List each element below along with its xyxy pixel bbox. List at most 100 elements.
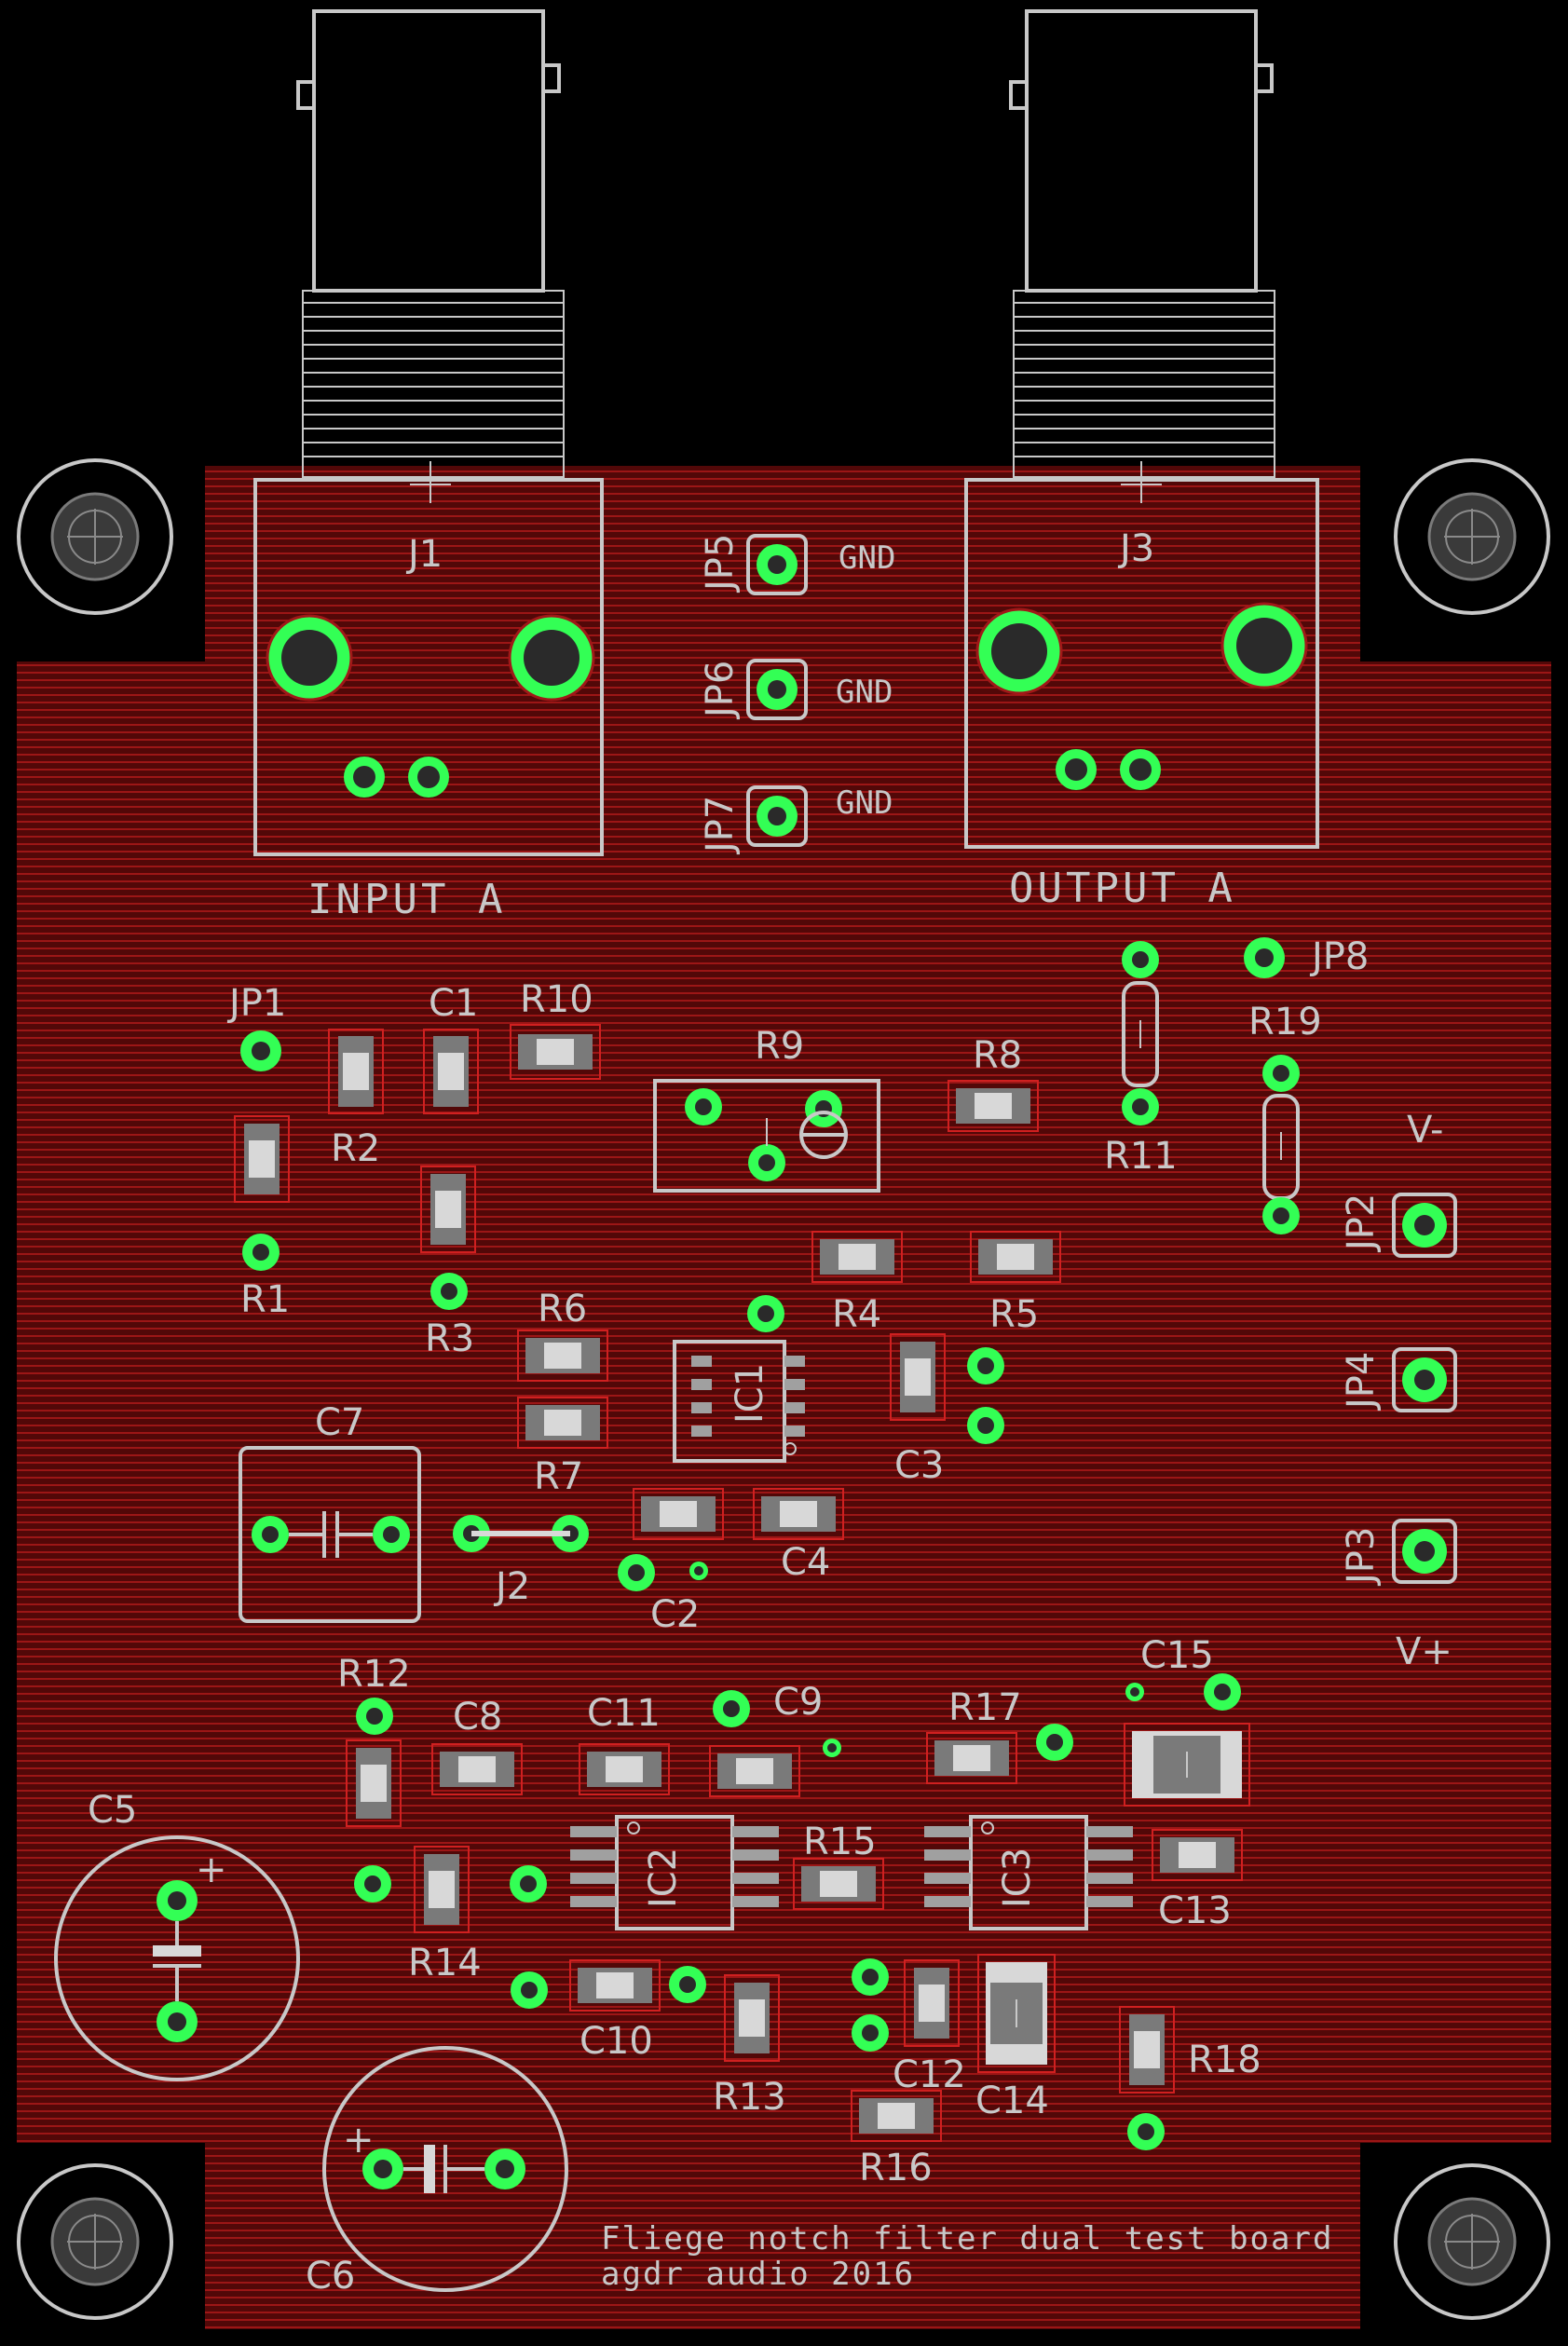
- bnc-connector-icon: [964, 9, 1319, 849]
- jumper-jp2: [1392, 1193, 1457, 1258]
- c4-label: C4: [781, 1541, 830, 1584]
- jumper-j2: [453, 1515, 589, 1552]
- via-pad: [713, 1690, 750, 1727]
- smd-c9: [709, 1745, 800, 1797]
- via-pad: [669, 1966, 706, 2003]
- r3-label: R3: [425, 1317, 474, 1360]
- smd-r7: [517, 1397, 608, 1449]
- jp3-label: JP3: [1340, 1527, 1383, 1587]
- r1-pad: [242, 1234, 280, 1271]
- via-pad: [356, 1698, 393, 1735]
- r10-label: R10: [520, 978, 593, 1021]
- jp4-label: JP4: [1340, 1352, 1383, 1412]
- smd-c15: [1124, 1723, 1250, 1807]
- jp5-label: JP5: [699, 534, 742, 593]
- r6-label: R6: [538, 1288, 587, 1330]
- via-pad: [511, 1971, 548, 2009]
- footer-title: Fliege notch filter dual test board: [601, 2220, 1333, 2257]
- r8-label: R8: [973, 1034, 1022, 1077]
- via-pad: [1204, 1673, 1241, 1711]
- j1-label: J1: [405, 533, 443, 576]
- r1-label: R1: [240, 1278, 290, 1321]
- r17-label: R17: [948, 1686, 1022, 1729]
- mounting-hole-icon: [17, 2163, 173, 2320]
- jp1-label: JP1: [226, 982, 286, 1025]
- c5-label: C5: [88, 1789, 137, 1832]
- smd-c3: [890, 1333, 946, 1421]
- jumper-jp7: [746, 785, 808, 847]
- c14-label: C14: [975, 2080, 1049, 2122]
- j2-label: J2: [493, 1565, 530, 1608]
- via-small: [1125, 1683, 1144, 1701]
- c7-label: C7: [315, 1401, 364, 1444]
- output-a-caption: OUTPUT A: [1009, 865, 1236, 912]
- smd-c13: [1152, 1829, 1243, 1881]
- smd-c1: [423, 1029, 479, 1114]
- r3-pad: [430, 1273, 468, 1310]
- input-a-caption: INPUT A: [307, 876, 506, 923]
- c12-label: C12: [893, 2053, 966, 2096]
- via-pad: [510, 1865, 547, 1903]
- smd-c11: [579, 1743, 670, 1795]
- jumper-jp5: [746, 534, 808, 595]
- r12-label: R12: [337, 1653, 411, 1696]
- r5-label: R5: [989, 1293, 1039, 1336]
- c8-label: C8: [453, 1696, 502, 1739]
- c6-label: C6: [306, 2255, 355, 2298]
- via-small: [689, 1562, 708, 1580]
- c6-plus-label: +: [343, 2119, 375, 2162]
- c11-label: C11: [587, 1692, 661, 1735]
- mounting-hole-icon: [1394, 2163, 1550, 2320]
- smd-r12: [346, 1739, 402, 1827]
- r2-label: R2: [331, 1127, 380, 1170]
- ic2-soic8: [570, 1815, 779, 1930]
- via-pad: [1036, 1724, 1073, 1761]
- c1-label: C1: [429, 982, 478, 1025]
- jp7-net-label: GND: [836, 784, 893, 822]
- ic1-label: IC1: [729, 1363, 771, 1424]
- via-small: [823, 1739, 841, 1757]
- c5-plus-label: +: [196, 1848, 227, 1891]
- jp7-label: JP7: [699, 796, 742, 855]
- r4-label: R4: [832, 1293, 881, 1336]
- jumper-jp4: [1392, 1347, 1457, 1412]
- jp1-pad: [240, 1030, 281, 1071]
- r14-label: R14: [408, 1942, 482, 1985]
- jp8-pad: [1244, 937, 1285, 978]
- smd-r2: [328, 1029, 384, 1114]
- mounting-hole-icon: [1394, 458, 1550, 615]
- smd-r8: [948, 1080, 1039, 1132]
- jumper-jp3: [1392, 1519, 1457, 1584]
- footer-author: agdr audio 2016: [601, 2256, 915, 2293]
- via-pad: [354, 1865, 391, 1903]
- c9-label: C9: [773, 1681, 823, 1724]
- smd-c14: [977, 1954, 1056, 2073]
- v-minus-label: V-: [1407, 1109, 1443, 1152]
- c13-label: C13: [1158, 1889, 1232, 1932]
- resistor-r11: [1122, 941, 1159, 1125]
- via-pad: [967, 1347, 1004, 1384]
- jp8-label: JP8: [1309, 935, 1369, 978]
- potentiometer-symbol-icon: [653, 1079, 880, 1193]
- ic3-soic8: [924, 1815, 1133, 1930]
- ic2-label: IC2: [642, 1848, 685, 1908]
- r18-label: R18: [1188, 2039, 1261, 2081]
- smd-r6: [517, 1330, 608, 1382]
- jp6-net-label: GND: [836, 674, 893, 711]
- r13-label: R13: [713, 2076, 786, 2119]
- smd-c8: [431, 1743, 523, 1795]
- smd-r14: [414, 1846, 470, 1933]
- r11-label: R11: [1104, 1135, 1178, 1178]
- j3-label: J3: [1117, 527, 1154, 570]
- smd-r13: [724, 1974, 780, 2062]
- via-pad: [1127, 2113, 1165, 2150]
- capacitor-symbol-icon: [54, 1835, 300, 2081]
- smd-r3: [420, 1166, 476, 1253]
- resistor-r19: [1262, 1055, 1300, 1234]
- smd-c4: [753, 1488, 844, 1540]
- c15-label: C15: [1140, 1634, 1214, 1677]
- c10-label: C10: [579, 2020, 653, 2063]
- smd-c2: [633, 1488, 724, 1540]
- r16-label: R16: [859, 2147, 933, 2189]
